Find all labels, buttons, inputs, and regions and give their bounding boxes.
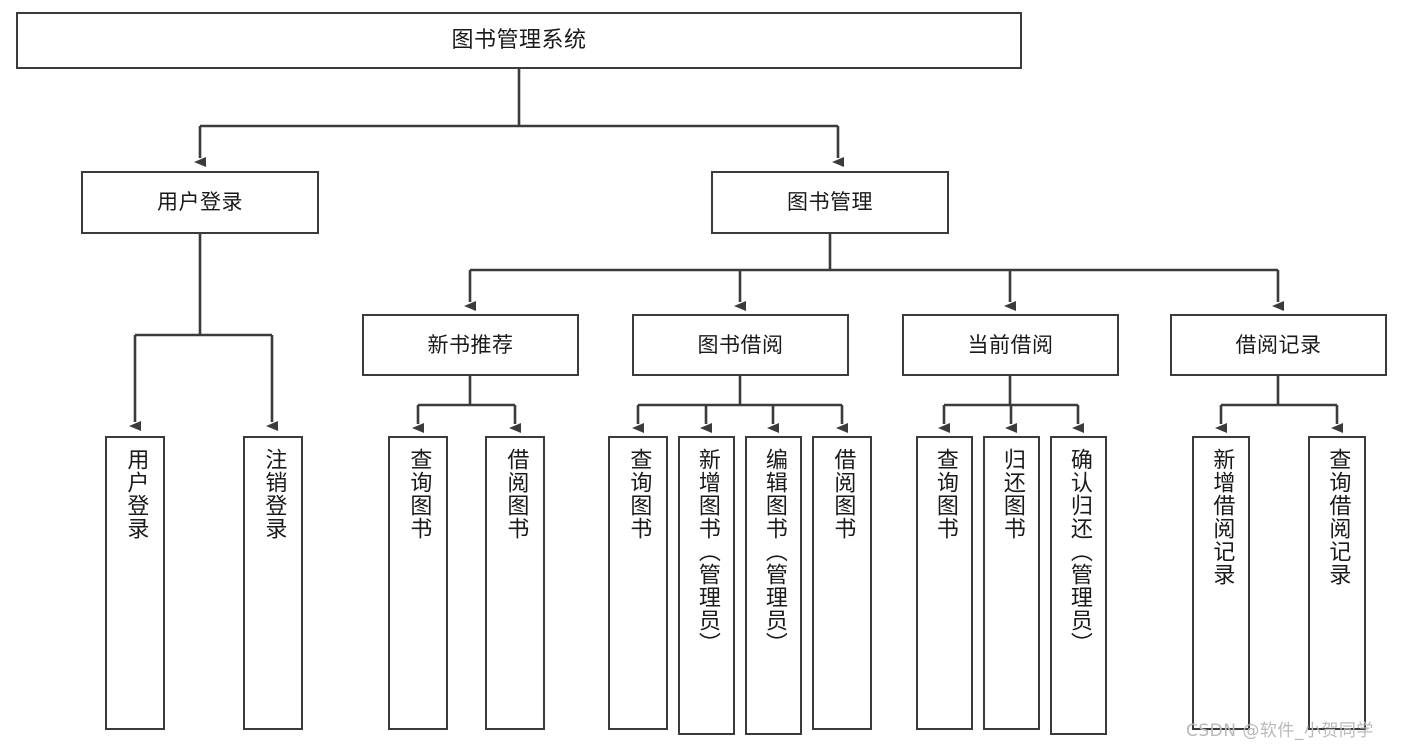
node-book-borrow[interactable]: 图书借阅: [632, 314, 849, 376]
leaf-edit-book[interactable]: 编辑图书（管理员）: [745, 436, 802, 735]
leaf-return-book[interactable]: 归还图书: [983, 436, 1040, 730]
node-book-manage[interactable]: 图书管理: [711, 171, 949, 234]
node-current-borrow[interactable]: 当前借阅: [902, 314, 1119, 376]
node-new-book-recommend[interactable]: 新书推荐: [362, 314, 579, 376]
leaf-return-book-label: 归还图书: [999, 448, 1025, 540]
node-book-manage-label: 图书管理: [787, 190, 873, 215]
leaf-user-login[interactable]: 用户登录: [105, 436, 165, 730]
leaf-query-book-1-label: 查询图书: [406, 448, 432, 540]
node-borrow-record[interactable]: 借阅记录: [1170, 314, 1387, 376]
leaf-query-record[interactable]: 查询借阅记录: [1308, 436, 1366, 730]
leaf-user-login-label: 用户登录: [123, 448, 149, 540]
leaf-query-book-2-label: 查询图书: [626, 448, 652, 540]
leaf-borrow-book-1-label: 借阅图书: [503, 448, 529, 540]
leaf-borrow-book-1[interactable]: 借阅图书: [485, 436, 545, 730]
leaf-add-book[interactable]: 新增图书（管理员）: [678, 436, 735, 735]
node-user-login[interactable]: 用户登录: [81, 171, 319, 234]
node-current-borrow-label: 当前借阅: [967, 332, 1054, 357]
leaf-add-record[interactable]: 新增借阅记录: [1192, 436, 1250, 730]
leaf-query-book-3[interactable]: 查询图书: [916, 436, 973, 730]
node-book-borrow-label: 图书借阅: [697, 332, 784, 357]
node-user-login-label: 用户登录: [157, 190, 243, 215]
leaf-borrow-book-2[interactable]: 借阅图书: [812, 436, 872, 730]
leaf-borrow-book-2-label: 借阅图书: [830, 448, 856, 540]
node-new-book-recommend-label: 新书推荐: [427, 332, 514, 357]
node-borrow-record-label: 借阅记录: [1235, 332, 1322, 357]
leaf-logout-label: 注销登录: [261, 448, 287, 540]
leaf-confirm-return[interactable]: 确认归还（管理员）: [1050, 436, 1107, 735]
watermark: CSDN @软件_小贺同学: [1186, 721, 1374, 741]
node-root[interactable]: 图书管理系统: [16, 12, 1022, 69]
leaf-add-record-label: 新增借阅记录: [1209, 448, 1235, 586]
leaf-logout[interactable]: 注销登录: [243, 436, 303, 730]
leaf-query-book-2[interactable]: 查询图书: [608, 436, 668, 730]
leaf-query-record-label: 查询借阅记录: [1325, 448, 1351, 586]
leaf-query-book-1[interactable]: 查询图书: [388, 436, 448, 730]
leaf-edit-book-label: 编辑图书（管理员）: [761, 448, 787, 655]
leaf-add-book-label: 新增图书（管理员）: [694, 448, 720, 655]
leaf-query-book-3-label: 查询图书: [932, 448, 958, 540]
leaf-confirm-return-label: 确认归还（管理员）: [1066, 448, 1092, 655]
node-root-label: 图书管理系统: [451, 27, 587, 53]
